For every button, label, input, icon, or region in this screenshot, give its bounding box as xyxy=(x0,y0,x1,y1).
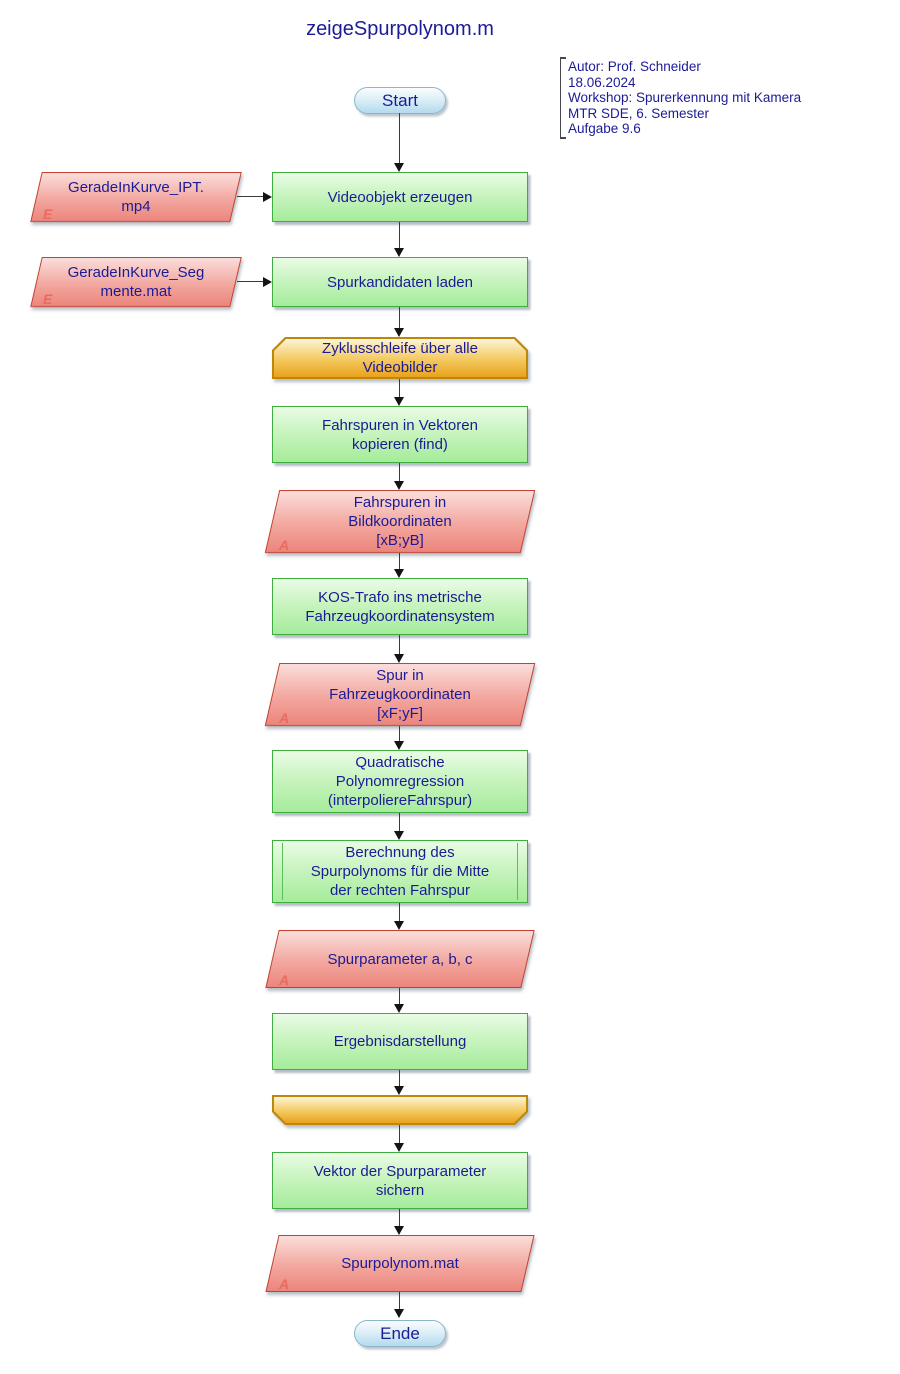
node-label: Berechnung des Spurpolynoms für die Mitt… xyxy=(310,844,490,899)
node-label: KOS-Trafo ins metrische Fahrzeugkoordina… xyxy=(305,588,495,625)
data-mark-a: A xyxy=(279,710,290,726)
annotation-note: Autor: Prof. Schneider 18.06.2024 Worksh… xyxy=(560,57,850,139)
annotation-line: Autor: Prof. Schneider xyxy=(568,59,701,74)
node-loop-end[interactable] xyxy=(272,1095,528,1125)
start-terminal-label: Start xyxy=(382,91,418,110)
flow-arrow xyxy=(394,113,404,172)
node-polynomregression[interactable]: Quadratische Polynomregression (interpol… xyxy=(272,750,528,813)
node-label: Ergebnisdarstellung xyxy=(333,1033,467,1050)
start-terminal[interactable]: Start xyxy=(354,87,446,114)
end-terminal-label: Ende xyxy=(380,1324,420,1343)
node-data-spurparameter[interactable]: Spurparameter a, b, c A xyxy=(265,930,535,988)
flow-arrow xyxy=(394,379,404,406)
node-input-geradeinkurve-segmente[interactable]: GeradeInKurve_Seg mente.mat E xyxy=(30,257,242,307)
node-label: Zyklusschleife über alle Videobilder xyxy=(322,340,478,376)
flow-arrow xyxy=(394,1070,404,1095)
annotation-line: MTR SDE, 6. Semester xyxy=(568,105,710,121)
flow-arrow xyxy=(394,553,404,578)
node-label: Spurkandidaten laden xyxy=(327,273,473,291)
node-label: GeradeInKurve_Seg mente.mat xyxy=(67,264,205,300)
node-data-fahrzeugkoordinaten[interactable]: Spur in Fahrzeugkoordinaten [xF;yF] A xyxy=(264,663,536,726)
node-label: Quadratische Polynomregression (interpol… xyxy=(327,754,473,809)
flow-arrow xyxy=(394,307,404,337)
node-ergebnisdarstellung[interactable]: Ergebnisdarstellung xyxy=(272,1013,528,1070)
loop-shape-fill xyxy=(274,1097,526,1123)
flow-arrow xyxy=(237,191,272,202)
flow-arrow xyxy=(394,222,404,257)
node-label: Spurparameter a, b, c xyxy=(327,950,473,968)
annotation-line: Aufgabe 9.6 xyxy=(568,121,641,137)
node-spurpolynom-berechnung[interactable]: Berechnung des Spurpolynoms für die Mitt… xyxy=(272,840,528,903)
node-kos-trafo[interactable]: KOS-Trafo ins metrische Fahrzeugkoordina… xyxy=(272,578,528,635)
flow-arrow xyxy=(394,1292,404,1318)
node-label: Spur in Fahrzeugkoordinaten [xF;yF] xyxy=(329,667,471,722)
node-label: Spurpolynom.mat xyxy=(341,1255,459,1272)
loop-shape-fill xyxy=(274,339,526,377)
data-mark-a: A xyxy=(279,1276,290,1292)
data-mark-a: A xyxy=(279,972,290,988)
annotation-bracket-icon xyxy=(560,57,566,139)
input-mark-e: E xyxy=(43,206,53,222)
annotation-line: Workshop: Spurerkennung mit Kamera xyxy=(568,90,802,106)
node-videoobjekt-erzeugen[interactable]: Videoobjekt erzeugen xyxy=(272,172,528,222)
flow-arrow xyxy=(394,988,404,1013)
flow-arrow xyxy=(394,726,404,750)
diagram-title: zeigeSpurpolynom.m xyxy=(306,18,494,40)
annotation-line: 18.06.2024 xyxy=(568,74,636,90)
node-label: Vektor der Spurparameter sichern xyxy=(313,1162,487,1199)
flow-arrow xyxy=(394,903,404,930)
flow-arrow xyxy=(237,276,272,287)
node-data-bildkoordinaten[interactable]: Fahrspuren in Bildkoordinaten [xB;yB] A xyxy=(264,490,536,553)
flow-arrow xyxy=(394,635,404,663)
node-label: Videoobjekt erzeugen xyxy=(327,188,473,206)
node-loop-start[interactable]: Zyklusschleife über alle Videobilder xyxy=(272,337,528,379)
node-label: GeradeInKurve_IPT. mp4 xyxy=(68,179,204,215)
node-fahrspuren-kopieren[interactable]: Fahrspuren in Vektoren kopieren (find) xyxy=(272,406,528,463)
end-terminal[interactable]: Ende xyxy=(354,1320,446,1347)
flow-arrow xyxy=(394,463,404,490)
flow-arrow xyxy=(394,1125,404,1152)
node-data-spurpolynom-mat[interactable]: Spurpolynom.mat A xyxy=(265,1235,535,1292)
data-mark-a: A xyxy=(279,537,290,553)
flow-arrow xyxy=(394,813,404,840)
input-mark-e: E xyxy=(43,291,53,307)
node-spurparameter-sichern[interactable]: Vektor der Spurparameter sichern xyxy=(272,1152,528,1209)
node-spurkandidaten-laden[interactable]: Spurkandidaten laden xyxy=(272,257,528,307)
flow-arrow xyxy=(394,1209,404,1235)
node-label: Fahrspuren in Vektoren kopieren (find) xyxy=(322,416,478,453)
node-input-geradeinkurve-ipt[interactable]: GeradeInKurve_IPT. mp4 E xyxy=(30,172,242,222)
node-label: Fahrspuren in Bildkoordinaten [xB;yB] xyxy=(348,494,452,549)
